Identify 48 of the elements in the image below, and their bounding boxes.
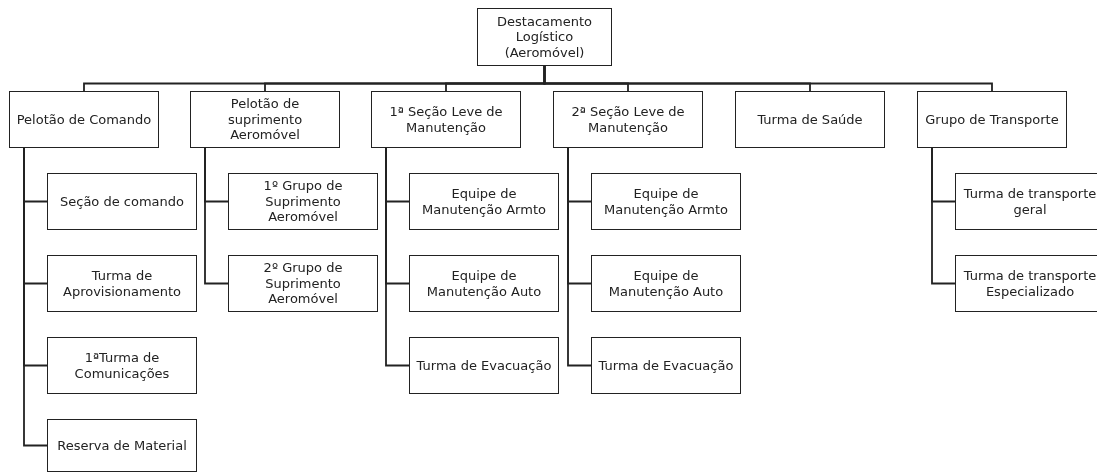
org-unit-box (553, 91, 703, 148)
org-unit-box (228, 173, 378, 230)
unit-name: Pelotão de suprimento Aeromóvel (226, 96, 304, 143)
connector-line (543, 65, 993, 92)
connector-line (23, 147, 48, 447)
unit-name: Turma de transporte geral (962, 185, 1097, 218)
unit-name: Turma de Evacuação (416, 357, 552, 374)
org-unit-box (917, 91, 1067, 148)
org-unit-box (47, 337, 197, 394)
org-unit-box (228, 255, 378, 312)
org-unit-box (9, 91, 159, 148)
org-unit-box (591, 337, 741, 394)
org-unit-box (409, 173, 559, 230)
unit-name: 1º Grupo de Suprimento Aeromóvel (262, 178, 344, 225)
unit-name: 1ª Seção Leve de Manutenção (388, 103, 504, 136)
org-unit-box (591, 173, 741, 230)
org-unit-box (955, 173, 1097, 230)
unit-name: 2º Grupo de Suprimento Aeromóvel (262, 260, 344, 307)
connector-line (567, 147, 592, 367)
unit-name: Equipe de Manutenção Auto (607, 267, 725, 300)
org-unit-box (47, 255, 197, 312)
unit-name: Equipe de Manutenção Armto (421, 185, 547, 218)
org-unit-box (409, 255, 559, 312)
unit-name: 1ªTurma de Comunicações (73, 349, 171, 382)
unit-name: Turma de Aprovisionamento (62, 267, 182, 300)
unit-name: Pelotão de Comando (16, 111, 152, 128)
unit-name: Seção de comando (60, 193, 184, 210)
org-unit-box (735, 91, 885, 148)
org-unit-box (371, 91, 521, 148)
connector-line (204, 147, 229, 285)
unit-name: Turma de Saúde (757, 111, 863, 128)
unit-name: Turma de Evacuação (598, 357, 734, 374)
unit-name: 2ª Seção Leve de Manutenção (570, 103, 686, 136)
org-unit-box (47, 419, 197, 472)
org-unit-box (477, 8, 612, 66)
org-unit-box (47, 173, 197, 230)
unit-name: Destacamento Logístico (Aeromóvel) (496, 13, 593, 61)
unit-name: Turma de transporte Especializado (962, 267, 1097, 300)
unit-name: Grupo de Transporte (925, 111, 1059, 128)
org-unit-box (409, 337, 559, 394)
connector-line (385, 147, 410, 367)
unit-name: Equipe de Manutenção Armto (603, 185, 729, 218)
org-unit-box (955, 255, 1097, 312)
unit-name: Reserva de Material (57, 437, 187, 454)
connector-line (931, 147, 956, 285)
org-unit-box (591, 255, 741, 312)
unit-name: Equipe de Manutenção Auto (425, 267, 543, 300)
org-unit-box (190, 91, 340, 148)
